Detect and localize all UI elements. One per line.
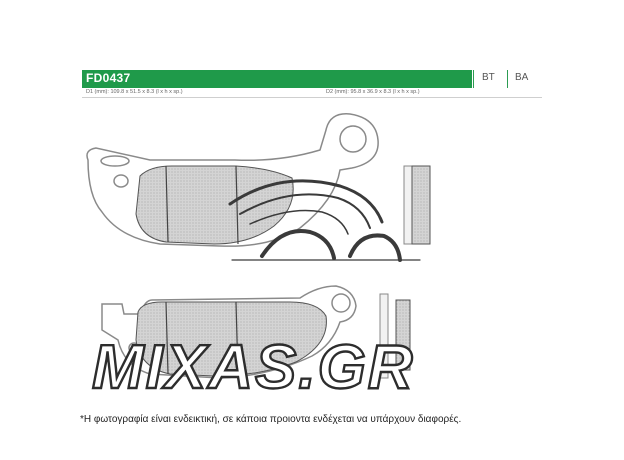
- tag-bt: BT: [482, 72, 495, 83]
- tag-divider: [473, 70, 474, 88]
- pad-1-backing-plate: [86, 113, 379, 247]
- tag-ba: BA: [515, 72, 529, 83]
- product-code: FD0437: [86, 71, 131, 85]
- dimension-d2: D2 (mm): 95.8 x 36.9 x 8.3 (l x h x sp.): [326, 89, 420, 95]
- pad-1-friction: [135, 165, 294, 245]
- disclaimer-footnote: *Η φωτογραφία είναι ενδεικτική, σε κάποι…: [80, 414, 462, 425]
- pad-2-side-friction: [395, 299, 411, 371]
- pad-2-friction: [135, 301, 327, 377]
- dimensions-row: [82, 88, 542, 98]
- pad-1-mounting-hole: [339, 125, 367, 153]
- dimension-d1: D1 (mm): 109.8 x 51.5 x 8.3 (l x h x sp.…: [86, 89, 183, 95]
- pad-1-slot-left: [113, 174, 129, 188]
- product-header-bar: [82, 70, 472, 88]
- pad-1-side-friction: [411, 165, 431, 245]
- motorcycle-swoosh-logo: [228, 179, 421, 262]
- brake-pad-1: [86, 113, 379, 247]
- brake-pad-2: [101, 285, 357, 379]
- pad-1-side-view: [403, 165, 413, 245]
- watermark-text: MIXAS.GR: [91, 332, 415, 403]
- pad-2-mounting-hole: [331, 293, 351, 313]
- pad-2-side-view: [379, 293, 389, 379]
- svg-text:MIXAS.GR: MIXAS.GR: [92, 333, 415, 402]
- pad-2-backing-plate: [101, 285, 357, 379]
- pad-1-slot-top: [100, 155, 130, 167]
- tag-divider: [507, 70, 508, 88]
